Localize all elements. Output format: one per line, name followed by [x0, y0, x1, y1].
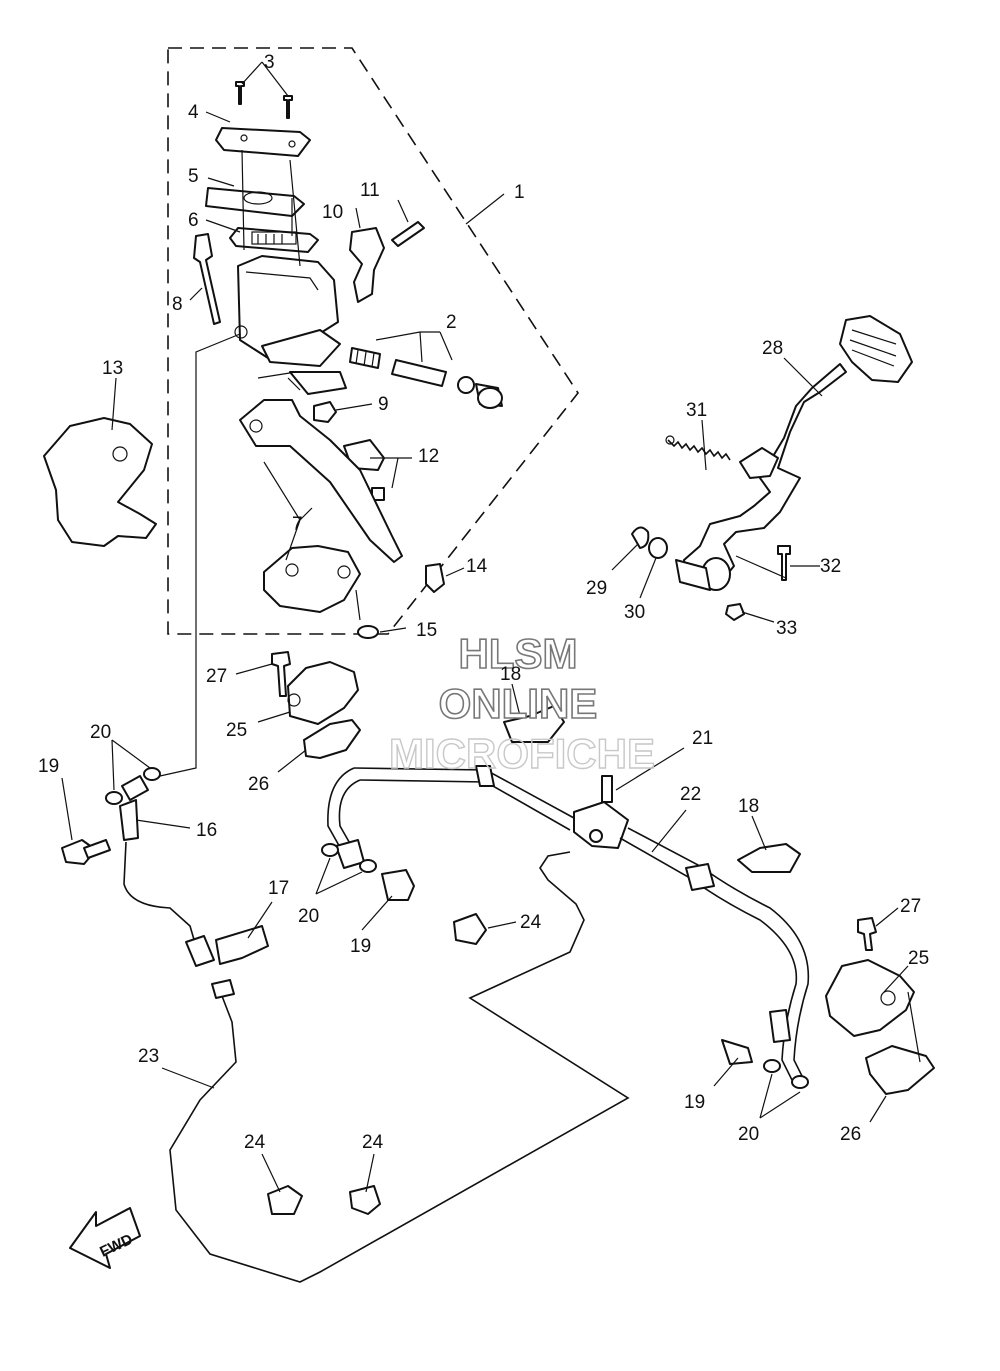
pedal-washer	[648, 537, 668, 559]
piston-kit	[349, 347, 503, 409]
bracket-26-left	[303, 719, 361, 759]
watermark-line-3: MICROFICHE	[389, 730, 655, 777]
handguard	[43, 417, 157, 547]
pedal-nut	[725, 603, 745, 621]
cap-screws	[235, 81, 293, 119]
part-label: 12	[418, 446, 439, 467]
part-label: 24	[244, 1132, 266, 1153]
part-label: 28	[762, 338, 783, 359]
part-label: 18	[738, 796, 759, 817]
part-label: 22	[680, 784, 701, 805]
part-label: 20	[90, 722, 111, 743]
part-label: 2	[446, 312, 457, 333]
hose-holder-right	[737, 843, 801, 873]
part-label: 26	[248, 774, 269, 795]
part-label: 29	[586, 578, 607, 599]
part-label: 18	[500, 664, 521, 685]
part-label: 6	[188, 210, 199, 231]
pipe-clip-3	[349, 1185, 381, 1215]
part-label: 26	[840, 1124, 861, 1145]
lever-boot	[425, 563, 445, 593]
pivot-bolt	[193, 233, 221, 325]
brake-lever	[239, 399, 403, 563]
return-spring	[667, 439, 731, 461]
part-label: 4	[188, 102, 199, 123]
circlip	[631, 526, 650, 549]
assembly-boundary	[167, 47, 579, 635]
front-hose-union	[61, 767, 215, 967]
part-label: 21	[692, 728, 713, 749]
brake-pipe	[169, 851, 630, 1283]
part-label: 3	[264, 52, 275, 73]
bracket-26-right	[865, 1045, 935, 1095]
part-label: 1	[514, 182, 525, 203]
leader-lines	[61, 61, 921, 1193]
part-label: 14	[466, 556, 488, 577]
master-cylinder-group	[193, 81, 503, 639]
handlebar-clamp	[349, 227, 385, 303]
forward-direction-arrow: FWD	[69, 1207, 141, 1269]
pivot-nut	[313, 401, 337, 423]
part-label: 32	[820, 556, 841, 577]
part-label: 11	[360, 180, 380, 201]
watermark: HLSM ONLINE MICROFICHE	[388, 629, 655, 778]
reservoir-cap	[215, 127, 311, 157]
part-label: 33	[776, 618, 797, 639]
guard-25-left	[287, 661, 359, 725]
pipe-clip-2	[267, 1185, 303, 1215]
part-label: 27	[900, 896, 921, 917]
brake-pedal-group	[631, 315, 913, 621]
part-label: 19	[350, 936, 371, 957]
part-label: 23	[138, 1046, 159, 1067]
washer-15	[357, 625, 379, 639]
watermark-line-1: HLSM	[459, 630, 578, 677]
part-label: 25	[226, 720, 247, 741]
part-label: 27	[206, 666, 227, 687]
bolt-27-right	[857, 917, 877, 951]
part-label: 24	[362, 1132, 384, 1153]
part-label: 15	[416, 620, 437, 641]
part-label: 31	[686, 400, 707, 421]
part-label: 24	[520, 912, 542, 933]
part-label: 10	[322, 202, 343, 223]
part-label: 25	[908, 948, 929, 969]
lever-holder	[263, 545, 361, 613]
hose-holder-upper	[503, 705, 565, 743]
part-label: 20	[298, 906, 319, 927]
watermark-line-2: ONLINE	[439, 680, 598, 727]
part-label: 17	[268, 878, 289, 899]
hose-clamp	[215, 925, 269, 965]
pedal-bolt	[777, 545, 791, 581]
clamp-bolt	[391, 221, 425, 247]
part-number-labels: 1 2 3 4 5 6 7 8 9 10 11 12 13 14 15 16 1…	[38, 52, 929, 1153]
part-label: 30	[624, 602, 645, 623]
part-label: 9	[378, 394, 389, 415]
part-label: 7	[292, 514, 303, 535]
diaphragm-plate	[205, 187, 305, 217]
part-label: 20	[738, 1124, 759, 1145]
part-label: 8	[172, 294, 183, 315]
pipe-clip-1	[453, 913, 487, 945]
part-label: 19	[38, 756, 59, 777]
part-label: 13	[102, 358, 123, 379]
upper-hose	[321, 765, 810, 1089]
part-label: 5	[188, 166, 199, 187]
bolt-27-left	[271, 651, 291, 697]
guard-25-right	[825, 959, 915, 1037]
part-label: 16	[196, 820, 217, 841]
part-label: 19	[684, 1092, 705, 1113]
